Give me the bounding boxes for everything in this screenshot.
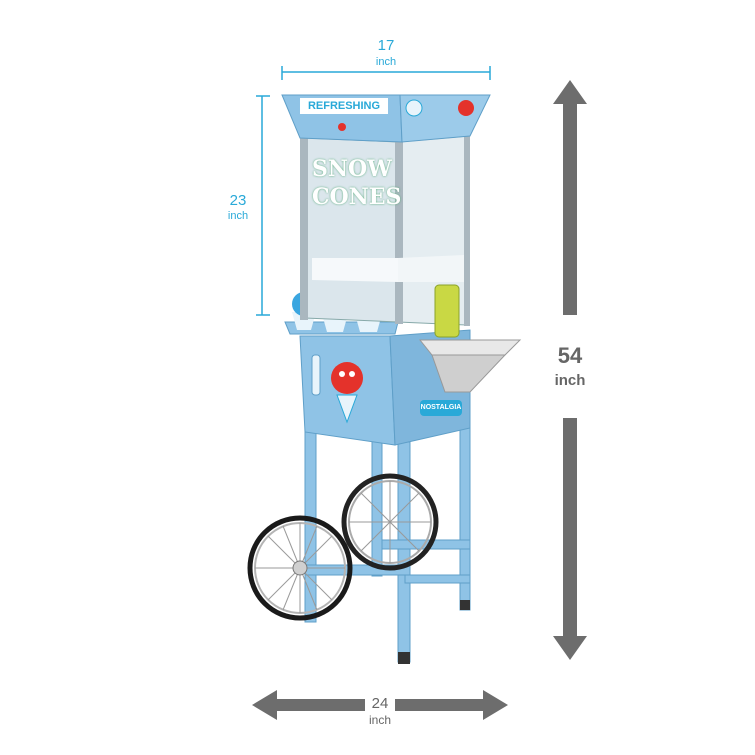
mascot-snowcone [331, 362, 363, 424]
total-height-value: 54 [557, 343, 583, 368]
cart-legs [304, 424, 471, 664]
glass-display-box [300, 134, 470, 338]
top-width-unit: inch [375, 56, 397, 68]
top-width-value: 17 [377, 37, 395, 54]
top-header [281, 94, 491, 143]
top-height-unit: inch [227, 210, 249, 222]
base-width-unit: inch [368, 713, 391, 727]
base-width-arrow [252, 690, 508, 720]
header-sign-text: REFRESHING [307, 100, 381, 112]
window-lettering-line2: CONES [312, 184, 402, 210]
window-lettering-line1: SNOW [312, 156, 392, 182]
total-height-unit: inch [554, 372, 586, 389]
base-width-value: 24 [371, 695, 389, 712]
brand-badge: NOSTALGIA [420, 404, 462, 411]
top-height-value: 23 [229, 192, 247, 209]
top-height-dimension-line [256, 95, 270, 316]
front-wheel [247, 515, 353, 621]
total-height-arrow [553, 80, 587, 660]
top-width-dimension-line [281, 66, 491, 80]
side-shelf [418, 339, 522, 393]
back-wheel [341, 473, 439, 571]
